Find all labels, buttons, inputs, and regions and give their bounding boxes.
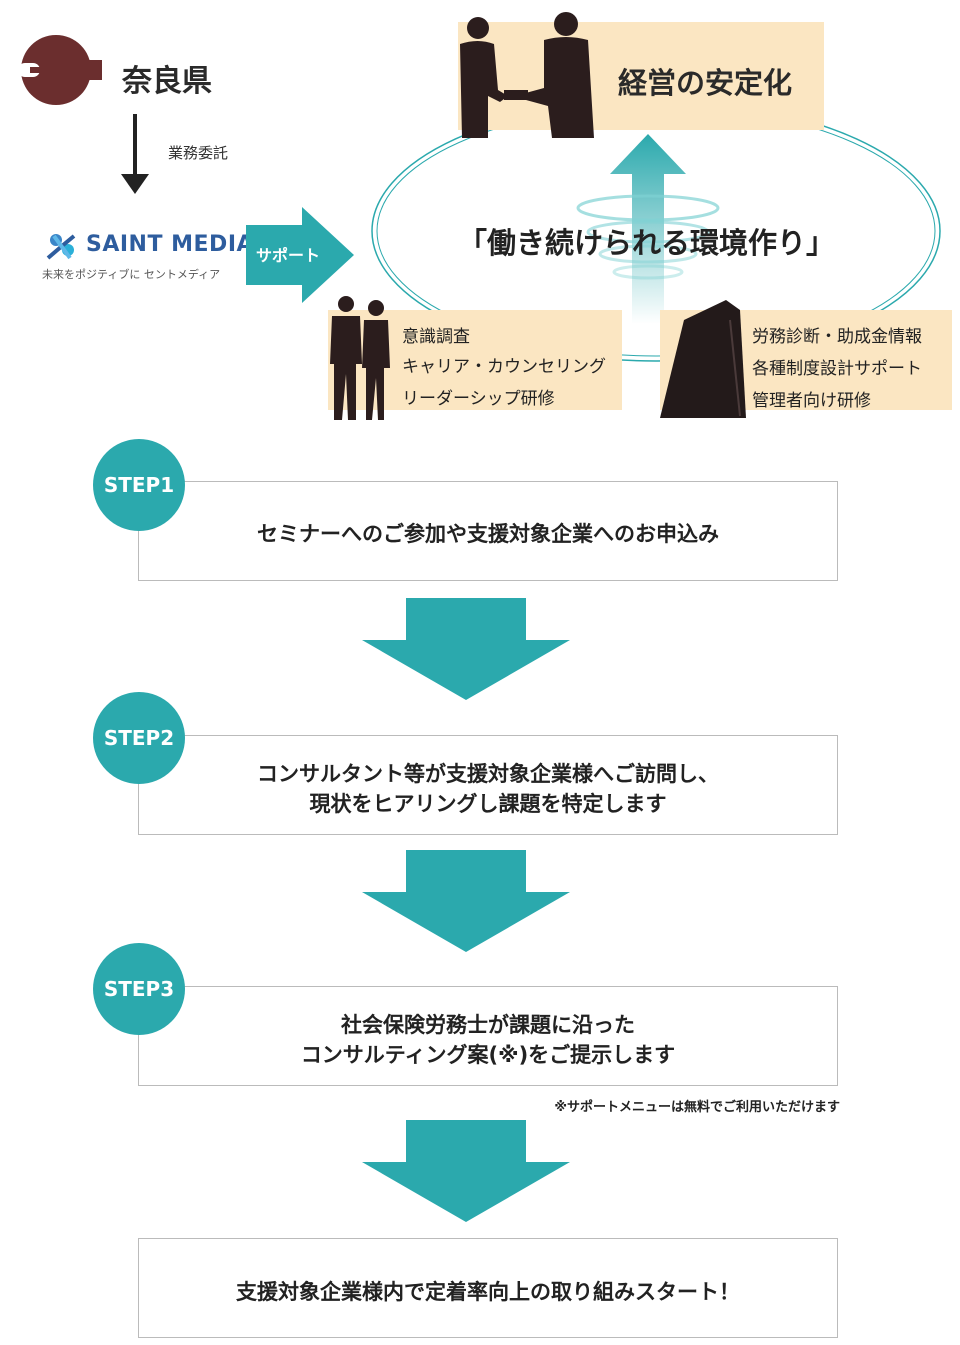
management-goal-box (458, 22, 824, 130)
office-building-icon (660, 300, 746, 418)
support-label: サポート (256, 246, 321, 265)
step3-box (138, 986, 838, 1086)
step3-text-line1: 社会保険労務士が課題に沿った (341, 1013, 635, 1037)
menu-right-item: 労務診断・助成金情報 (752, 327, 922, 347)
business-people-icon (330, 296, 390, 420)
upward-arrow-icon (576, 134, 720, 324)
free-support-note: ※サポートメニューは無料でご利用いただけます (554, 1100, 840, 1115)
step2-text-line1: コンサルタント等が支援対象企業様へご訪問し、 (257, 762, 719, 786)
company-logo-text: SAINT MEDIA (86, 232, 255, 257)
step2-badge: STEP2 (93, 692, 185, 784)
menu-left-item: 意識調査 (402, 327, 470, 347)
menu-right-item: 管理者向け研修 (752, 391, 871, 411)
final-text: 支援対象企業様内で定着率向上の取り組みスタート！ (236, 1280, 740, 1304)
menu-left-item: キャリア・カウンセリング (402, 357, 606, 377)
environment-goal-text: 「働き続けられる環境作り」 (458, 226, 836, 260)
step3-badge: STEP3 (93, 943, 185, 1035)
entrust-arrow-icon (121, 114, 149, 194)
step2-box (138, 735, 838, 835)
management-goal-text: 経営の安定化 (618, 66, 793, 100)
down-arrow-icon (362, 1120, 570, 1222)
entrust-label: 業務委託 (168, 144, 229, 162)
company-tagline: 未来をポジティブに セントメディア (42, 268, 221, 281)
handshake-icon (460, 12, 594, 138)
nara-emblem-icon (18, 35, 102, 105)
menu-left-item: リーダーシップ研修 (402, 389, 555, 409)
prefecture-name: 奈良県 (122, 64, 212, 99)
support-arrow-icon (246, 207, 354, 303)
final-box (138, 1238, 838, 1338)
saint-media-logo-icon (46, 234, 76, 260)
step2-text-line2: 現状をヒアリングし課題を特定します (309, 792, 667, 816)
step1-badge: STEP1 (93, 439, 185, 531)
step3-text-line2: コンサルティング案(※)をご提示します (300, 1043, 676, 1067)
step1-text: セミナーへのご参加や支援対象企業へのお申込み (257, 522, 719, 546)
step1-box (138, 481, 838, 581)
menu-right-item: 各種制度設計サポート (752, 359, 922, 379)
down-arrow-icon (362, 598, 570, 700)
down-arrow-icon (362, 850, 570, 952)
